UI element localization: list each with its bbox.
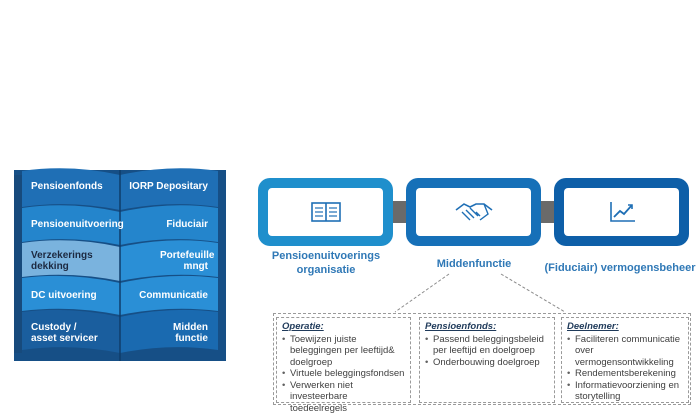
details-pensioenfonds-item: Onderbouwing doelgroep [425,357,549,369]
details-operatie-item: Virtuele beleggingsfondsen [282,368,405,380]
details-deelnemer-item: Faciliteren communicatie over vermogenso… [567,334,683,369]
details-operatie: Operatie: Toewijzen juiste beleggingen p… [276,317,411,403]
details-pensioenfonds-heading: Pensioenfonds: [425,321,549,333]
details-deelnemer-heading: Deelnemer: [567,321,683,333]
details-deelnemer: Deelnemer: Faciliteren communicatie over… [561,317,689,403]
details-pensioenfonds-item: Passend beleggingsbeleid per leeftijd en… [425,334,549,357]
details-operatie-item: Toewijzen juiste beleggingen per leeftij… [282,334,405,369]
details-pensioenfonds: Pensioenfonds: Passend beleggingsbeleid … [419,317,555,403]
details-deelnemer-item: Rendementsberekening [567,368,683,380]
details-deelnemer-item: Informatievoorziening en storytelling [567,380,683,403]
details-operatie-heading: Operatie: [282,321,405,333]
details-operatie-item: Verwerken niet investeerbare toedeelrege… [282,380,405,414]
